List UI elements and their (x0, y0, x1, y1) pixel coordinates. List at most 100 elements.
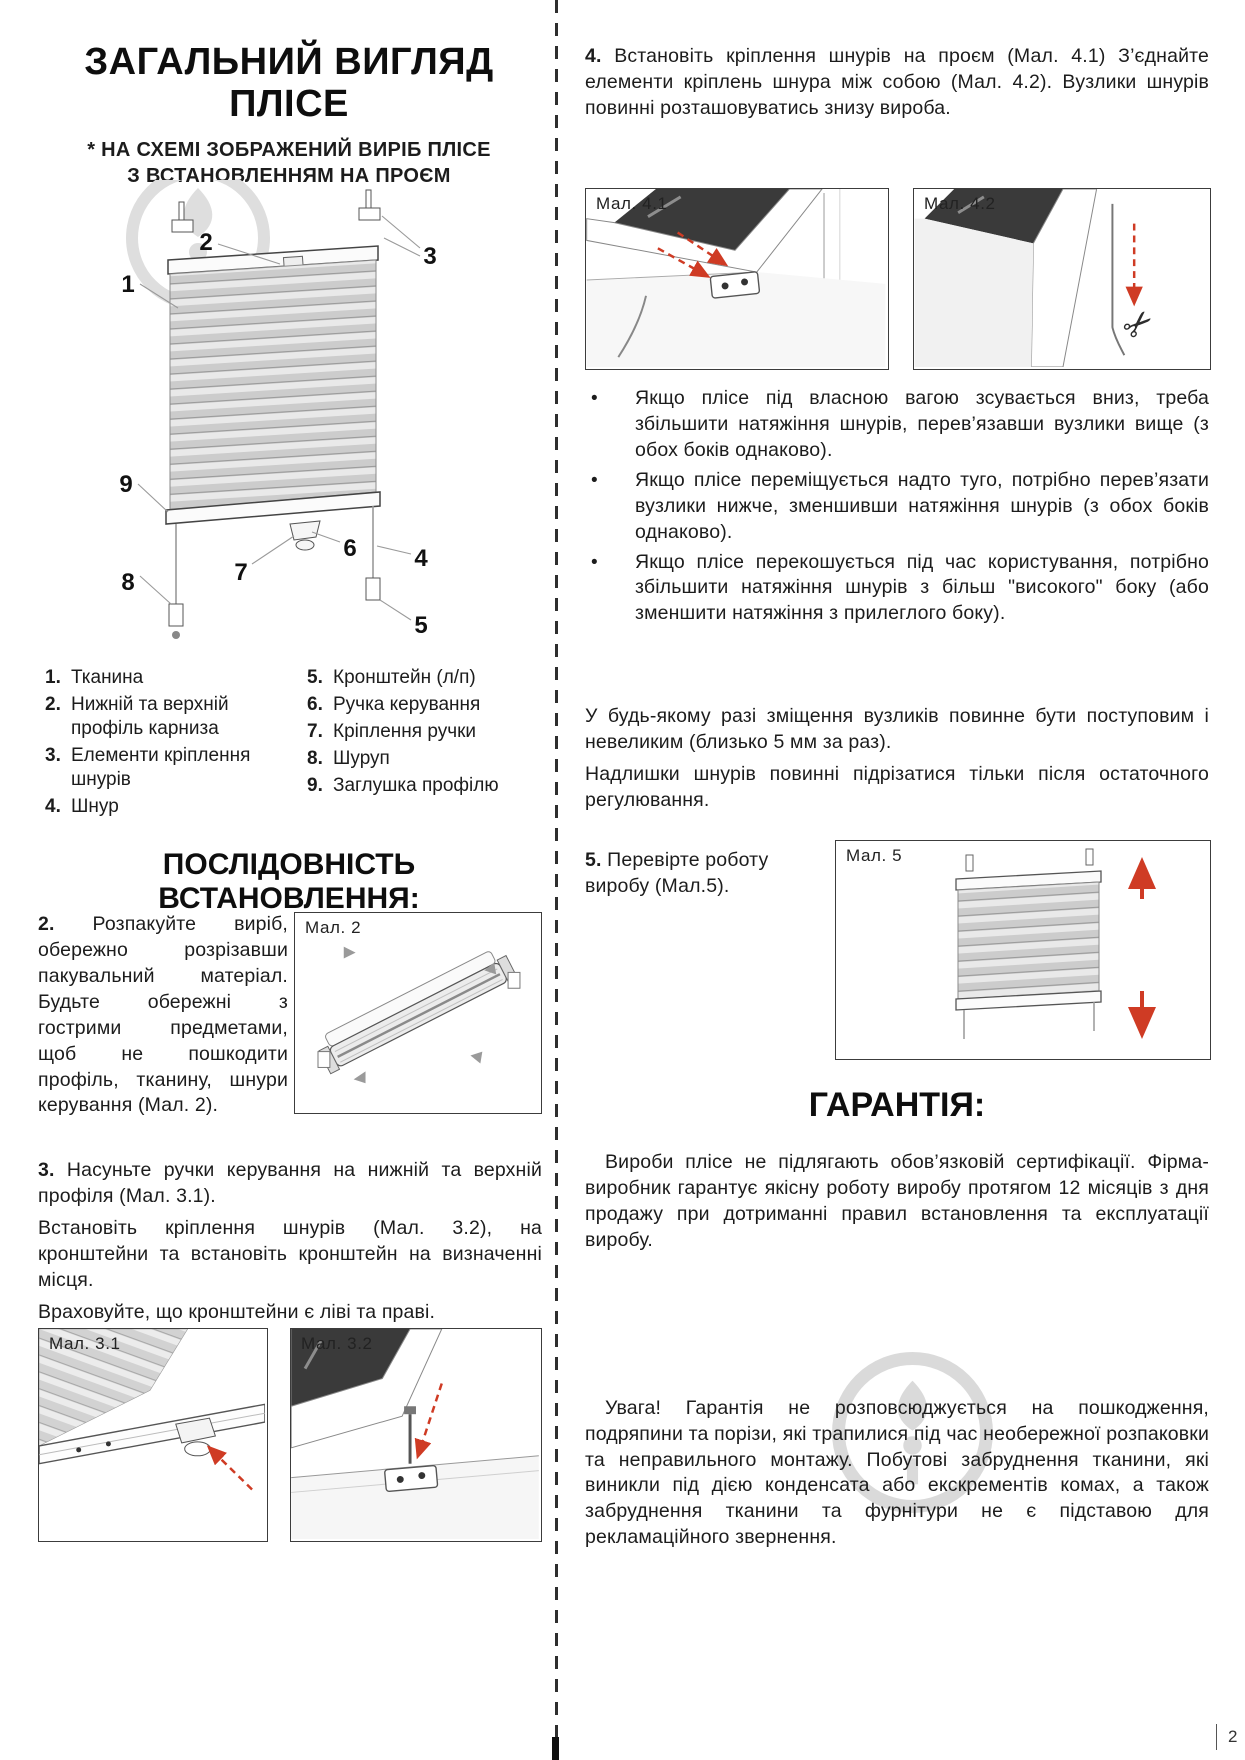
step2-row: 2. Розпакуйте виріб, обережно розрізавши… (38, 912, 542, 1119)
figure-4-2-label: Мал. 4.2 (924, 194, 996, 213)
folded-blind (318, 951, 519, 1075)
figure-2-box: Мал. 2 (294, 912, 542, 1114)
legend-num: 5. (307, 667, 323, 688)
figure-5-drawing (955, 848, 1156, 1039)
legend-num: 9. (307, 774, 323, 796)
handle-clip (175, 1417, 217, 1457)
window-frame (290, 1328, 443, 1449)
step4-text: Встановіть кріплення шнурів на проєм (Ма… (585, 45, 1209, 119)
step5-text: Перевірте роботу виробу (Мал.5). (585, 849, 769, 897)
legend-item: 5. Кронштейн (л/п) (307, 666, 540, 690)
column-divider-cap (552, 1737, 559, 1760)
cords (175, 506, 374, 604)
page-title-line1: ЗАГАЛЬНИЙ ВИГЛЯД (84, 41, 494, 83)
page-title-line2: ПЛІСЕ (229, 82, 349, 125)
column-divider (555, 0, 558, 1760)
page-subtitle-line2: З ВСТАНОВЛЕННЯМ НА ПРОЄМ (127, 165, 451, 187)
cord-bracket (384, 1464, 439, 1493)
figure-4-1-box: Мал. 4.1 (585, 188, 889, 370)
mount-arrow-1 (657, 247, 711, 278)
mount-arrow-2 (676, 231, 729, 267)
rail-hole (105, 1441, 111, 1447)
step3-p1: 3. Насуньте ручки керування на нижній та… (38, 1158, 542, 1210)
legend-text: Шнур (71, 795, 119, 817)
callout-5: 5 (414, 612, 427, 639)
pleated-fabric (957, 881, 1100, 1000)
screw-head (404, 1406, 416, 1415)
callout-1: 1 (121, 271, 134, 298)
callout-7: 7 (234, 559, 247, 586)
cord-tail (1111, 327, 1126, 356)
figure-4-1-label: Мал. 4.1 (596, 194, 668, 213)
legend-text: Кронштейн (л/п) (333, 667, 476, 688)
legend-column-2: 5. Кронштейн (л/п) 6. Ручка керування 7.… (307, 666, 540, 822)
window-frame (586, 188, 824, 273)
pleated-corner (38, 1328, 189, 1447)
step2-number: 2. (38, 913, 55, 935)
figure-3-1-box: Мал. 3.1 (38, 1328, 268, 1542)
legend-num: 4. (45, 795, 61, 817)
rail-hole (76, 1447, 82, 1453)
legend-column-1: 1. Тканина 2. Нижній та верхній профіль … (45, 666, 307, 822)
window-glass (614, 189, 790, 251)
bullet-icon: • (591, 469, 598, 491)
callout-6: 6 (343, 535, 356, 562)
legend-item: 4. Шнур (45, 795, 307, 819)
warranty-paragraph-1: Вироби плісе не підлягають обов’язковій … (585, 1151, 1209, 1251)
sill-edge (586, 271, 757, 281)
adjustment-notes: У будь-якому разі зміщення вузликів пови… (585, 704, 1209, 820)
warranty-paragraph-2: Увага! Гарантія не розповсюджується на п… (585, 1396, 1209, 1549)
legend-text: Ручка керування (333, 693, 481, 715)
page-number: 2 (1216, 1724, 1237, 1750)
bullet-icon: • (591, 551, 598, 573)
cord-brackets (168, 577, 381, 639)
legend-text: Шуруп (333, 747, 390, 769)
legend-text: Нижній та верхній профіль карниза (71, 693, 229, 739)
step2-text: Розпакуйте виріб, обережно розрізавши па… (38, 913, 288, 1117)
page-subtitle: * НА СХЕМІ ЗОБРАЖЕНИЙ ВИРІБ ПЛІСЕ З ВСТА… (38, 137, 540, 189)
bottom-profile (955, 990, 1102, 1011)
legend-item: 1. Тканина (45, 666, 307, 690)
figure-4-2-box: Мал. 4.2 ✂ (913, 188, 1211, 370)
rail-groove (38, 1412, 266, 1456)
blinds-overview-diagram: 1 2 3 4 5 6 7 8 9 (119, 180, 437, 639)
legend-text: Тканина (71, 667, 144, 688)
top-profile (955, 870, 1102, 891)
step2-paragraph: 2. Розпакуйте виріб, обережно розрізавши… (38, 912, 288, 1119)
scissors-icon: ✂ (1114, 299, 1163, 349)
callout-4: 4 (414, 545, 428, 572)
legend-item: 9. Заглушка профілю (307, 774, 540, 798)
legend-num: 3. (45, 744, 61, 766)
legend-num: 1. (45, 667, 61, 688)
legend-num: 6. (307, 693, 323, 715)
bottom-profile (165, 491, 381, 525)
figure-5-label: Мал. 5 (846, 846, 903, 865)
legend-num: 2. (45, 693, 61, 715)
figure-3-2-drawing (290, 1328, 539, 1539)
callout-2: 2 (199, 229, 212, 256)
window-glass (291, 1329, 411, 1407)
legend-item: 3. Елементи кріплення шнурів (45, 744, 307, 792)
window-sill (586, 272, 886, 367)
frame-lower (914, 218, 1034, 367)
step4-number: 4. (585, 45, 602, 67)
bullet-text: Якщо плісе переміщується надто туго, пот… (635, 468, 1209, 543)
mount-hooks (965, 848, 1094, 872)
legend-text: Кріплення ручки (333, 720, 477, 742)
screw-direction-arrow (414, 1383, 443, 1460)
control-handle (289, 520, 321, 551)
legend-item: 7. Кріплення ручки (307, 720, 540, 744)
figure-3-2-label: Мал. 3.2 (301, 1334, 373, 1353)
legend-item: 2. Нижній та верхній профіль карниза (45, 693, 307, 741)
legend-text: Заглушка профілю (333, 774, 499, 796)
bullet-item: • Якщо плісе під власною вагою зсуваєтьс… (585, 386, 1209, 464)
watermark-logo-icon (832, 1352, 993, 1513)
step3-text3: Враховуйте, що кронштейни є ліві та прав… (38, 1300, 436, 1323)
figure-2-drawing (317, 946, 521, 1084)
step3-text1: Насуньте ручки керування на нижній та ве… (38, 1159, 542, 1207)
step5-number: 5. (585, 849, 602, 871)
diagram-legend: 1. Тканина 2. Нижній та верхній профіль … (45, 666, 540, 822)
figure-4-1-drawing (586, 188, 886, 367)
sequence-heading: ПОСЛІДОВНІСТЬ ВСТАНОВЛЕННЯ: (158, 848, 420, 915)
